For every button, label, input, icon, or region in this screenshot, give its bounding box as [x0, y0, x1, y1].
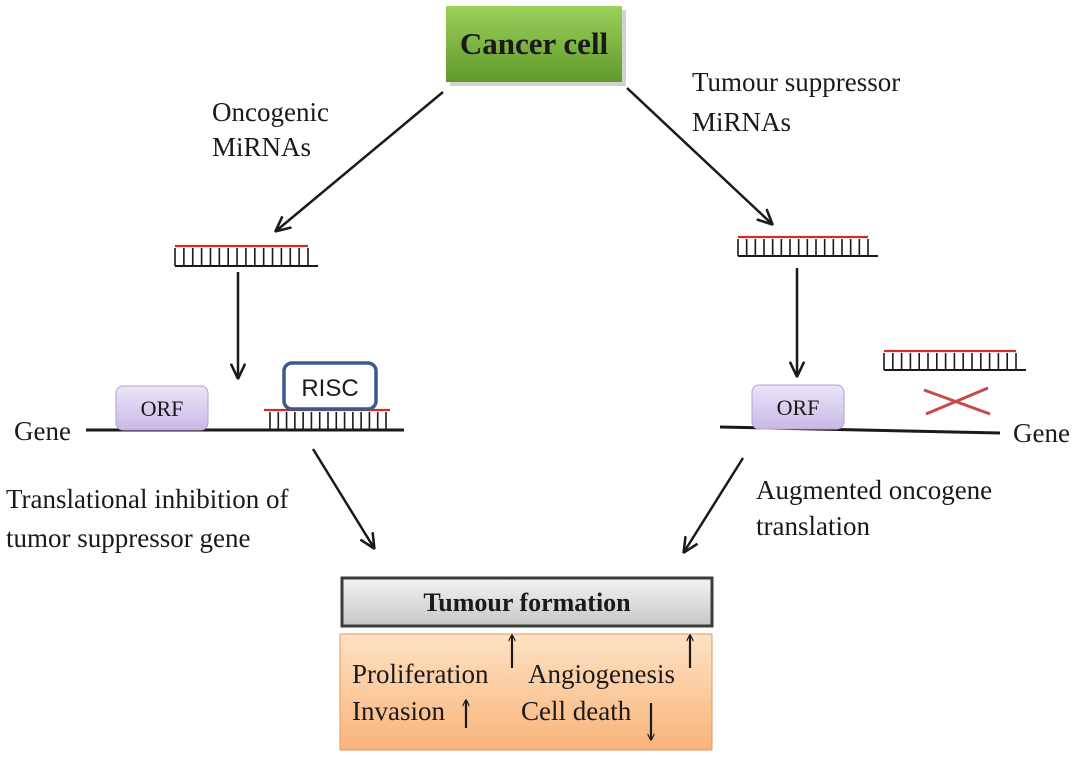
risc-label: RISC: [301, 375, 358, 402]
effect-label: Angiogenesis: [528, 659, 675, 689]
right-gene-label: Gene: [1013, 418, 1070, 448]
risc-complex: RISC: [282, 361, 378, 411]
right-outcome-line1: Augmented oncogene: [756, 475, 992, 505]
effect-label: Cell death: [521, 696, 632, 726]
arrow-to-suppressor-mirna: [626, 87, 772, 224]
tumour-suppressor-mirnas-label-line2: MiRNAs: [692, 107, 791, 137]
oncogenic-mirnas-label-line1: Oncogenic: [212, 97, 329, 127]
cancer-cell-label: Cancer cell: [460, 26, 609, 61]
effect-label: Invasion: [352, 696, 445, 726]
right-orf-label: ORF: [777, 395, 820, 420]
effect-label: Proliferation: [352, 659, 489, 689]
suppressor-mirna-duplex: [737, 235, 878, 257]
blocked-cross-icon: [923, 386, 991, 416]
right-outcome-line2: translation: [756, 511, 870, 541]
free-mirna-duplex: [883, 349, 1026, 371]
tumour-formation-box: Tumour formation: [340, 576, 714, 628]
arrow-left-to-tumour: [311, 448, 374, 548]
risc-bound-mirna: [264, 408, 390, 429]
left-gene-label: Gene: [14, 416, 71, 446]
arrow-right-to-tumour: [684, 457, 745, 552]
left-outcome-line2: tumor suppressor gene: [6, 523, 250, 553]
oncogenic-mirnas-label-line2: MiRNAs: [212, 132, 311, 162]
left-orf-box: ORF: [115, 385, 209, 431]
cancer-cell-node: Cancer cell: [446, 6, 626, 86]
right-orf-box: ORF: [751, 384, 845, 430]
arrow-to-oncogenic-mirna: [276, 91, 444, 231]
left-outcome-line1: Translational inhibition of: [6, 484, 289, 514]
oncogenic-mirna-duplex: [174, 244, 318, 267]
tumour-formation-title: Tumour formation: [423, 588, 631, 617]
left-orf-label: ORF: [141, 396, 184, 421]
tumour-suppressor-mirnas-label-line1: Tumour suppressor: [692, 67, 900, 97]
